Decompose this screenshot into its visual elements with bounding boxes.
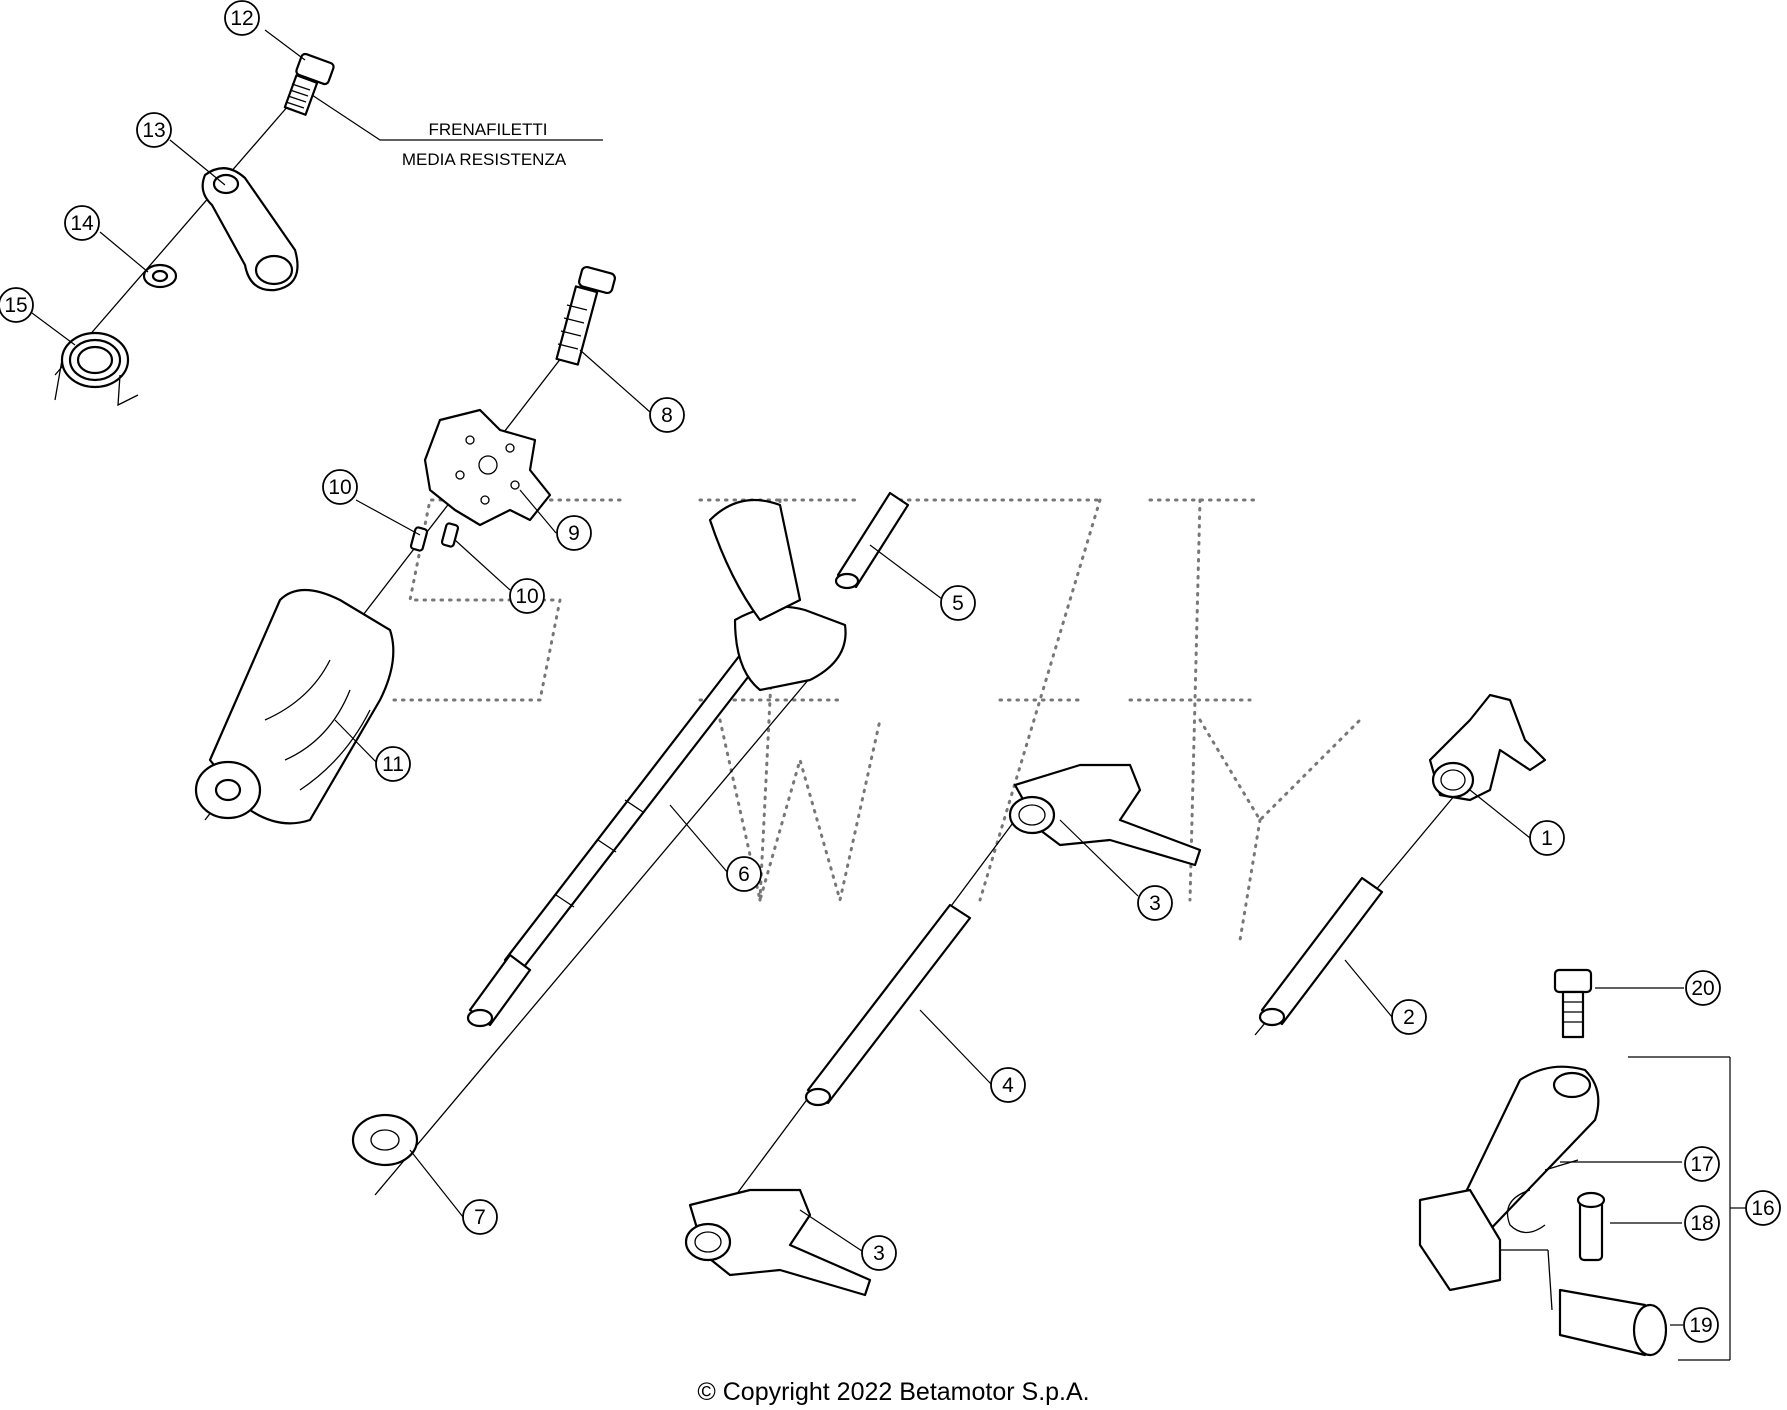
assembly-bracket bbox=[1628, 1056, 1746, 1361]
callout-14: 14 bbox=[64, 205, 100, 241]
note-line-1: FRENAFILETTI bbox=[428, 120, 547, 139]
leader-lines bbox=[31, 29, 1684, 1326]
callout-label: 16 bbox=[1751, 1197, 1774, 1220]
callout-label: 19 bbox=[1689, 1314, 1712, 1337]
callout-7: 7 bbox=[462, 1199, 498, 1235]
callout-20: 20 bbox=[1685, 970, 1721, 1006]
callout-3-upper: 3 bbox=[1137, 885, 1173, 921]
callout-15: 15 bbox=[0, 287, 34, 323]
rod-part-2 bbox=[1258, 876, 1384, 1027]
callout-label: 20 bbox=[1691, 977, 1714, 1000]
pins-part-10 bbox=[409, 522, 460, 552]
callout-label: 13 bbox=[142, 119, 165, 142]
watermark-logo bbox=[388, 498, 1362, 942]
screw-part-8 bbox=[555, 265, 616, 366]
callout-5: 5 bbox=[940, 585, 976, 621]
callout-label: 8 bbox=[661, 404, 673, 427]
lever-part-13 bbox=[201, 167, 299, 292]
callout-label: 6 bbox=[738, 863, 750, 886]
callout-2: 2 bbox=[1391, 999, 1427, 1035]
bolt-part-12 bbox=[283, 52, 335, 116]
callout-17: 17 bbox=[1684, 1146, 1720, 1182]
callout-19: 19 bbox=[1683, 1307, 1719, 1343]
shift-fork-part-1 bbox=[1428, 693, 1547, 802]
callout-9: 9 bbox=[556, 515, 592, 551]
callout-label: 7 bbox=[474, 1206, 486, 1229]
callout-label: 10 bbox=[328, 476, 351, 499]
note-line-2: MEDIA RESISTENZA bbox=[402, 150, 567, 169]
callout-label: 11 bbox=[382, 753, 404, 776]
callout-10-lower: 10 bbox=[509, 578, 545, 614]
callout-label: 14 bbox=[70, 212, 94, 235]
gearshift-shaft-part-6 bbox=[466, 498, 847, 1028]
shift-fork-part-3-upper bbox=[1008, 763, 1202, 867]
shift-fork-part-3-lower bbox=[684, 1188, 872, 1297]
callout-10-upper: 10 bbox=[322, 469, 358, 505]
callout-label: 4 bbox=[1002, 1074, 1014, 1097]
callout-label: 18 bbox=[1690, 1212, 1713, 1235]
callout-label: 3 bbox=[1149, 892, 1161, 915]
callout-label: 9 bbox=[568, 522, 580, 545]
callout-11: 11 bbox=[375, 746, 411, 782]
threadlocker-note: FRENAFILETTI MEDIA RESISTENZA bbox=[402, 120, 567, 169]
bolt-part-20 bbox=[1553, 968, 1593, 1039]
long-rod-part-4 bbox=[804, 903, 972, 1107]
callout-label: 3 bbox=[873, 1242, 885, 1265]
callout-18: 18 bbox=[1684, 1205, 1720, 1241]
callout-label: 17 bbox=[1690, 1153, 1713, 1176]
washer-part-7 bbox=[351, 1113, 419, 1167]
copyright-notice: © Copyright 2022 Betamotor S.p.A. bbox=[697, 1378, 1090, 1406]
callout-label: 5 bbox=[952, 592, 964, 615]
callout-6: 6 bbox=[726, 856, 762, 892]
short-rod-part-5 bbox=[834, 491, 910, 590]
callout-8: 8 bbox=[649, 397, 685, 433]
washer-part-14 bbox=[142, 263, 178, 289]
callout-13: 13 bbox=[136, 112, 172, 148]
callout-label: 1 bbox=[1541, 827, 1553, 850]
shift-drum-part-11 bbox=[194, 589, 395, 825]
star-cam-part-9 bbox=[423, 408, 552, 527]
callout-3-lower: 3 bbox=[861, 1235, 897, 1271]
lever-assembly-part-16 bbox=[1418, 1065, 1668, 1357]
callout-1: 1 bbox=[1529, 820, 1565, 856]
callout-label: 10 bbox=[515, 585, 538, 608]
callout-label: 12 bbox=[230, 7, 253, 30]
spring-part-15 bbox=[54, 331, 139, 407]
callout-12: 12 bbox=[224, 0, 260, 36]
callout-4: 4 bbox=[990, 1067, 1026, 1103]
callout-16: 16 bbox=[1745, 1190, 1781, 1226]
callout-label: 15 bbox=[4, 294, 27, 317]
callout-label: 2 bbox=[1403, 1006, 1415, 1029]
